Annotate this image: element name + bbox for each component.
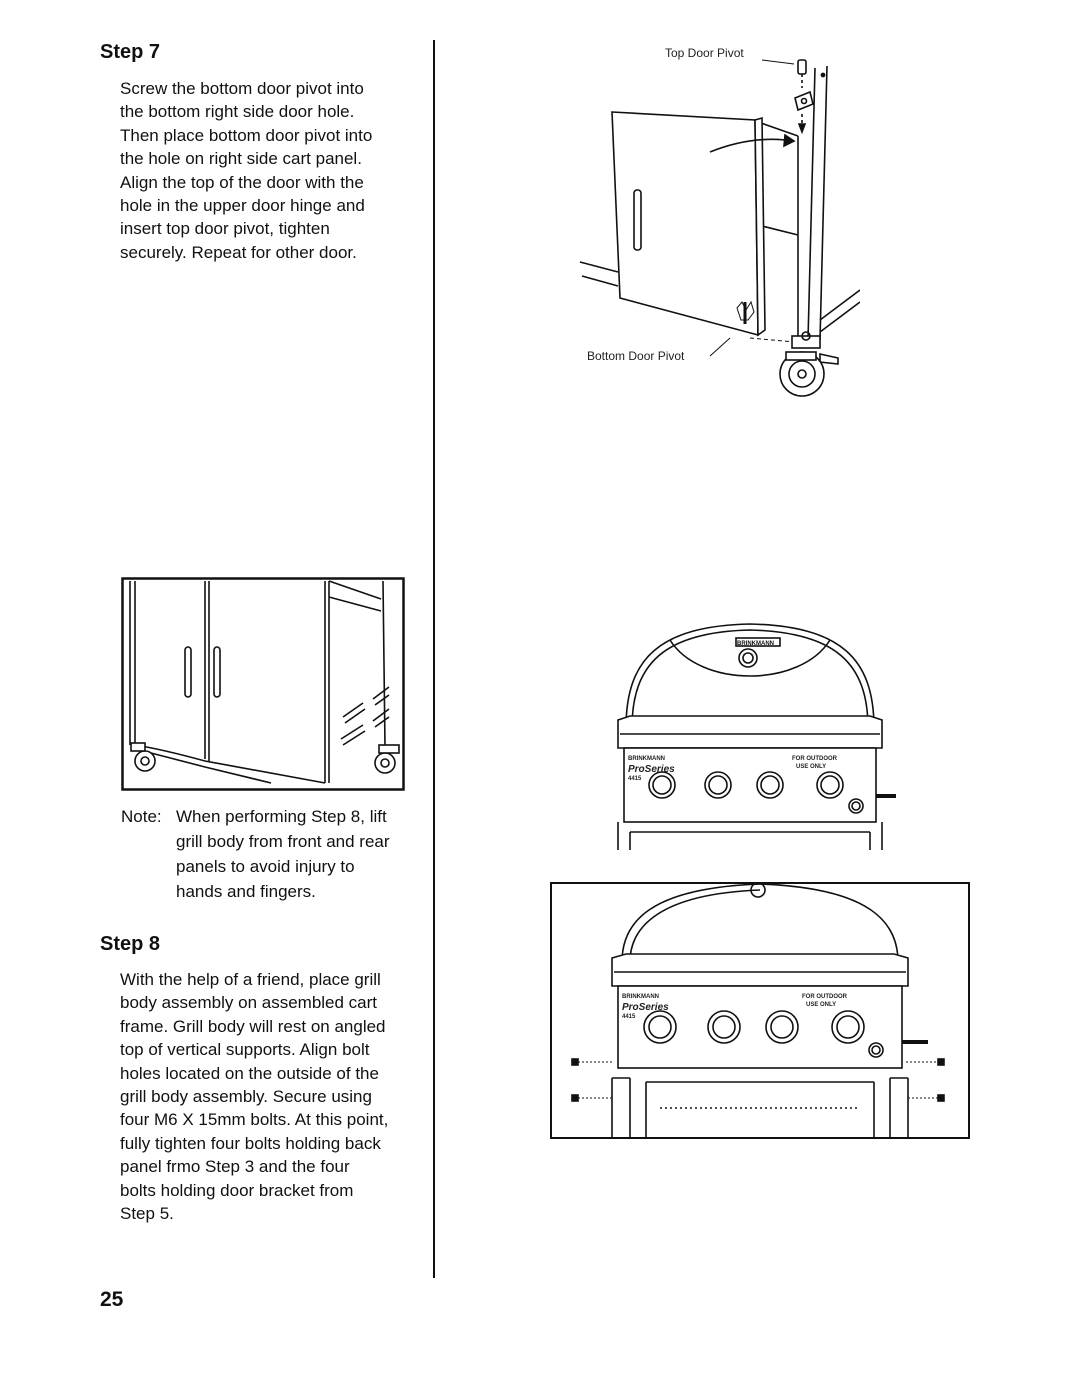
step8-heading: Step 8 bbox=[100, 933, 161, 955]
panel-model-large: 4415 bbox=[622, 1014, 636, 1020]
panel-outdoor-1: FOR OUTDOOR bbox=[792, 756, 838, 762]
bottom-door-pivot-callout: Bottom Door Pivot bbox=[587, 349, 685, 363]
cart-doors-figure bbox=[121, 577, 405, 791]
step7-heading: Step 7 bbox=[100, 41, 161, 63]
top-door-pivot-callout: Top Door Pivot bbox=[665, 46, 744, 60]
column-divider bbox=[433, 40, 435, 1278]
step8-line: Step 5. bbox=[120, 1204, 174, 1224]
step8-line: With the help of a friend, place grill bbox=[120, 970, 381, 989]
panel-series-large: ProSeries bbox=[622, 1002, 669, 1013]
grill-body-figure: BRINKMANN BRINKMANN ProSeries 4415 FOR O… bbox=[617, 623, 896, 850]
step8-line: grill body assembly. Secure using bbox=[120, 1087, 372, 1107]
note-label: Note: bbox=[121, 807, 162, 826]
note-line: grill body from front and rear bbox=[176, 832, 390, 851]
step8-line: body assembly on assembled cart bbox=[120, 993, 378, 1013]
step8-line: fully tighten four bolts holding back bbox=[120, 1133, 381, 1153]
panel-outdoor-2: USE ONLY bbox=[796, 764, 826, 770]
grill-on-cart-figure: BRINKMANN ProSeries 4415 FOR OUTDOOR USE… bbox=[550, 882, 970, 1139]
step8-line: bolts holding door bracket from bbox=[120, 1180, 354, 1200]
step8-line: top of vertical supports. Align bolt bbox=[120, 1040, 370, 1060]
panel-outdoor-2-large: USE ONLY bbox=[806, 1002, 836, 1008]
step7-line: the hole on right side cart panel. bbox=[120, 149, 362, 169]
step8-line: holes located on the outside of the bbox=[120, 1063, 379, 1083]
step7-line: Align the top of the door with the bbox=[120, 172, 364, 192]
step7-line: hole in the upper door hinge and bbox=[120, 196, 365, 216]
step7-line: Screw the bottom door pivot into bbox=[120, 79, 364, 98]
panel-outdoor-1-large: FOR OUTDOOR bbox=[802, 994, 848, 1000]
note-block: Note: When performing Step 8, lift grill… bbox=[121, 804, 421, 904]
step8-paragraph: With the help of a friend, place grill b… bbox=[120, 968, 420, 1225]
step7-line: Then place bottom door pivot into bbox=[120, 125, 373, 145]
panel-series: ProSeries bbox=[628, 764, 675, 775]
note-line: panels to avoid injury to bbox=[176, 857, 355, 876]
note-line: When performing Step 8, lift bbox=[176, 807, 387, 826]
step8-line: four M6 X 15mm bolts. At this point, bbox=[120, 1110, 389, 1130]
step7-line: insert top door pivot, tighten bbox=[120, 219, 330, 239]
panel-brand-large: BRINKMANN bbox=[622, 994, 659, 1000]
step7-paragraph: Screw the bottom door pivot into the bot… bbox=[120, 77, 420, 264]
note-line: hands and fingers. bbox=[176, 882, 316, 901]
panel-model: 4415 bbox=[628, 776, 642, 782]
brand-logo: BRINKMANN bbox=[737, 641, 774, 647]
step8-line: panel frmo Step 3 and the four bbox=[120, 1157, 350, 1177]
step7-line: the bottom right side door hole. bbox=[120, 102, 355, 122]
page-number: 25 bbox=[100, 1288, 124, 1311]
door-pivot-figure: Top Door Pivot Bottom Door Pivot bbox=[579, 46, 860, 397]
step7-line: securely. Repeat for other door. bbox=[120, 242, 357, 262]
step8-line: frame. Grill body will rest on angled bbox=[120, 1016, 386, 1036]
panel-brand: BRINKMANN bbox=[628, 756, 665, 762]
